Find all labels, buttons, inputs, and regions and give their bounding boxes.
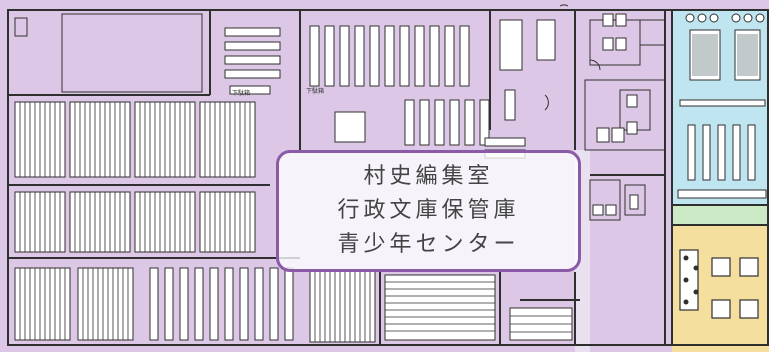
room-label-youth-center: 青少年センター [337, 232, 520, 257]
room-label-administrative-archive: 行政文庫保管庫 [337, 198, 520, 223]
shoe-rack-label-a: 下駄箱 [232, 90, 251, 97]
shoe-rack-label-b: 下駄箱 [306, 88, 325, 95]
green-strip [672, 205, 769, 225]
room-label-village-history: 村史編集室 [363, 164, 494, 189]
room-label-box: 村史編集室 行政文庫保管庫 青少年センター [276, 150, 581, 272]
